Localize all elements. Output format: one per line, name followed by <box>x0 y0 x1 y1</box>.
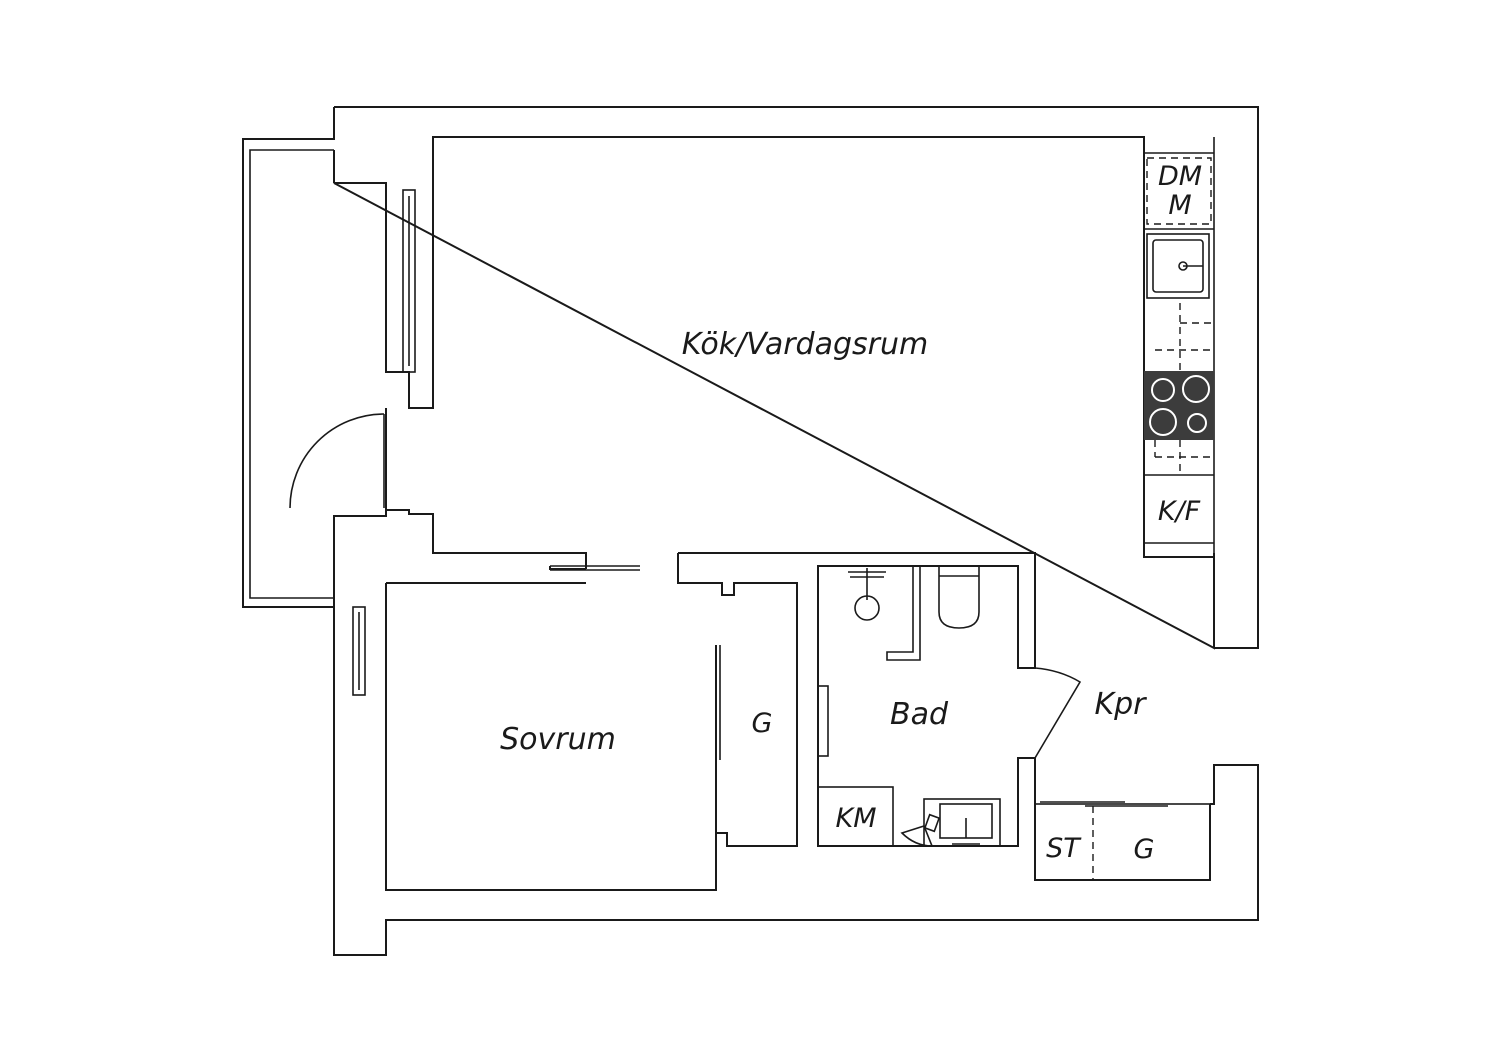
room-label-hallway: Kpr <box>1094 687 1147 722</box>
fixture-label-hall-wardrobe: G <box>1134 834 1155 865</box>
fixture-label-fridge-freezer: K/F <box>1158 496 1201 527</box>
fixture-label-washing-machine: KM <box>835 803 876 834</box>
stove <box>1144 371 1214 440</box>
fixture-label-dishwasher-2: M <box>1168 190 1191 221</box>
bedroom-wall <box>333 566 717 891</box>
room-label-bedroom: Sovrum <box>500 722 616 757</box>
balcony <box>249 149 334 599</box>
wardrobe-door <box>715 645 721 830</box>
kitchen-counter <box>1144 137 1215 557</box>
window-bedroom <box>352 606 366 696</box>
fixture-label-linen-closet: ST <box>1046 833 1082 864</box>
hall-closet <box>1034 801 1211 881</box>
bathroom-door <box>1034 667 1082 759</box>
radiator <box>817 685 829 757</box>
balcony-door-wall <box>333 150 587 598</box>
window-living <box>402 189 416 373</box>
washing-machine-box <box>817 786 894 847</box>
fixture-label-bedroom-wardrobe: G <box>752 708 773 739</box>
fixture-label-dishwasher-1: DM <box>1158 161 1202 192</box>
toilet <box>938 566 980 629</box>
bedroom-sliding-door <box>550 565 640 571</box>
shower <box>848 566 921 661</box>
room-label-kitchen-living: Kök/Vardagsrum <box>682 327 928 362</box>
kitchen-sink <box>1146 233 1210 299</box>
balcony-door <box>289 408 387 510</box>
left-wall-upper <box>242 107 1259 956</box>
outer-wall <box>333 106 1259 650</box>
room-label-bathroom: Bad <box>890 697 949 732</box>
bathroom-sink <box>900 798 1001 847</box>
